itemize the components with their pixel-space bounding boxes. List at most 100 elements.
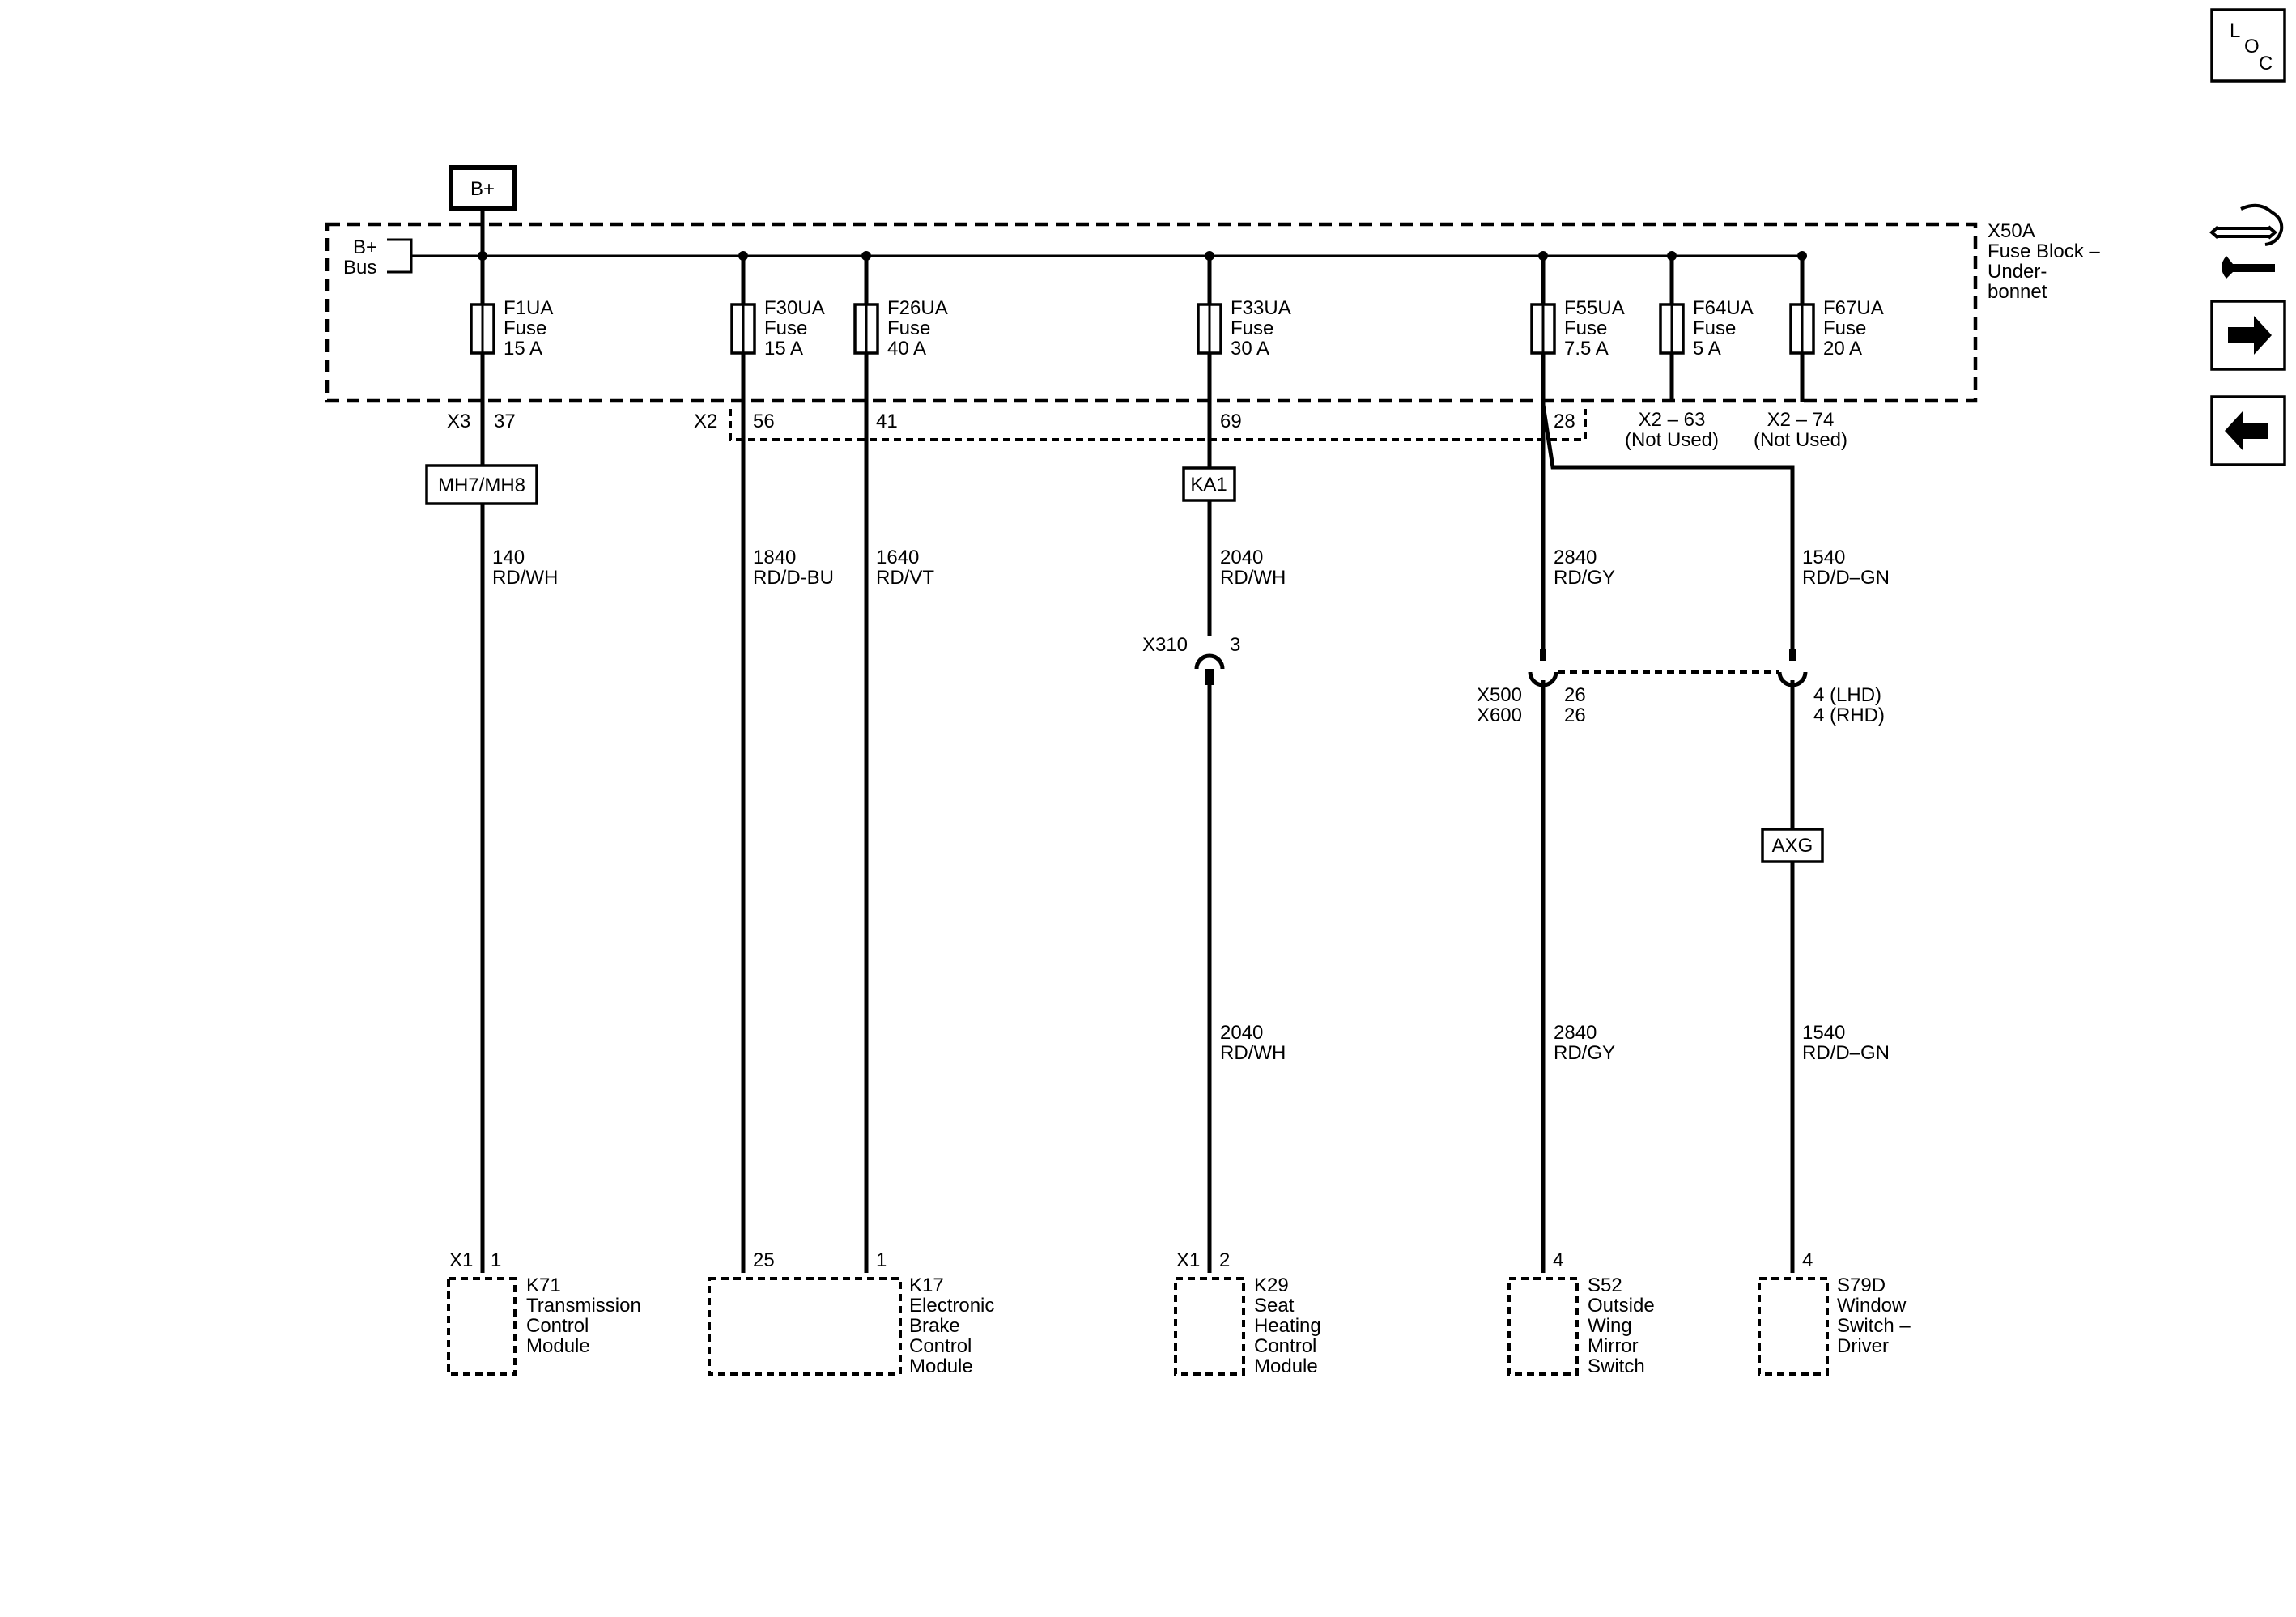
k71-line-3: Control bbox=[526, 1315, 589, 1337]
k71-pin: 1 bbox=[491, 1249, 501, 1271]
fuse-type: Fuse bbox=[504, 317, 546, 339]
wire-1640-circuit: 1640 bbox=[876, 547, 919, 568]
s79d-line-3: Switch – bbox=[1837, 1315, 1911, 1337]
x2-63-label: X2 – 63 bbox=[1639, 409, 1706, 431]
fuse-block-title-4: bonnet bbox=[1988, 281, 2047, 303]
bus-bar: B+ Bus bbox=[343, 236, 1802, 279]
fuse-block-title-2: Fuse Block – bbox=[1988, 240, 2100, 262]
wire-1540-upper bbox=[1541, 404, 1795, 657]
fuse-rating: 7.5 A bbox=[1564, 338, 1609, 360]
wire-labels: 140 RD/WH 1840 RD/D-BU 1640 RD/VT 2040 R… bbox=[492, 547, 1890, 1064]
component-k29: X1 2 K29 Seat Heating Control Module bbox=[1174, 1249, 1321, 1377]
inline-connector-x500-x600: X500 X600 26 26 4 (LHD) 4 (RHD) bbox=[1477, 649, 1885, 726]
option-ka1-label: KA1 bbox=[1190, 474, 1227, 496]
arrow-left-icon[interactable] bbox=[2210, 395, 2286, 466]
k29-line-4: Control bbox=[1254, 1335, 1316, 1357]
wire-2040-color-upper: RD/WH bbox=[1220, 567, 1286, 589]
component-s79d: 4 S79D Window Switch – Driver bbox=[1758, 1249, 1911, 1376]
x2-63-not-used: (Not Used) bbox=[1625, 429, 1719, 451]
x2-label: X2 bbox=[694, 411, 717, 432]
fuse-rating: 30 A bbox=[1231, 338, 1269, 360]
s52-line-4: Mirror bbox=[1588, 1335, 1639, 1357]
connector-wrench-icon[interactable] bbox=[2209, 203, 2284, 279]
bus-label-2: Bus bbox=[343, 257, 376, 279]
fuse-block-title-1: X50A bbox=[1988, 220, 2035, 242]
arrow-right-glyph bbox=[2228, 316, 2272, 355]
k29-pin: 2 bbox=[1219, 1249, 1230, 1271]
loc-button-frame[interactable] bbox=[2210, 8, 2286, 83]
k29-line-3: Heating bbox=[1254, 1315, 1321, 1337]
component-s52: 4 S52 Outside Wing Mirror Switch bbox=[1507, 1249, 1655, 1377]
k17-line-5: Module bbox=[909, 1355, 973, 1377]
fuse-rating: 5 A bbox=[1693, 338, 1721, 360]
x2-pin-41: 41 bbox=[876, 411, 898, 432]
x500-pin-left-tip bbox=[1540, 649, 1546, 661]
x500-female-symbol bbox=[1528, 671, 1558, 687]
x2-74-not-used: (Not Used) bbox=[1754, 429, 1847, 451]
k17-line-1: K17 bbox=[909, 1274, 944, 1296]
fuse-block: X50A Fuse Block – Under- bonnet bbox=[325, 220, 2100, 403]
wire-1540-circuit-upper: 1540 bbox=[1802, 547, 1845, 568]
option-box-axg bbox=[1761, 828, 1824, 863]
block-pin-labels: X3 37 X2 56 41 69 28 X2 – 63 (Not Used) … bbox=[447, 409, 1847, 451]
arrow-right-icon[interactable] bbox=[2210, 300, 2286, 371]
lhd-pin: 4 (LHD) bbox=[1813, 684, 1881, 706]
fuse-name: F33UA bbox=[1231, 297, 1291, 319]
k17-pin-1: 1 bbox=[876, 1249, 887, 1271]
component-k71: X1 1 K71 Transmission Control Module bbox=[447, 1249, 641, 1376]
bus-label-1: B+ bbox=[353, 236, 377, 258]
fuse-rating: 15 A bbox=[504, 338, 542, 360]
x310-female-symbol bbox=[1194, 653, 1225, 670]
k71-line-2: Transmission bbox=[526, 1295, 641, 1317]
k71-conn: X1 bbox=[449, 1249, 473, 1271]
wire-1640-color: RD/VT bbox=[876, 567, 934, 589]
s52-pin: 4 bbox=[1553, 1249, 1563, 1271]
fuse-type: Fuse bbox=[764, 317, 807, 339]
fuse-name: F26UA bbox=[887, 297, 948, 319]
x310-label: X310 bbox=[1142, 634, 1188, 656]
loc-button[interactable]: L O C bbox=[2210, 8, 2286, 83]
component-k17: 25 1 K17 Electronic Brake Control Module bbox=[708, 1249, 994, 1377]
x3-pin-37: 37 bbox=[494, 411, 516, 432]
s52-line-5: Switch bbox=[1588, 1355, 1645, 1377]
loc-letter-o: O bbox=[2244, 36, 2260, 57]
option-box-mh bbox=[425, 464, 538, 505]
x2-connector-outline bbox=[729, 409, 1587, 441]
x500-pin-right-tip bbox=[1789, 649, 1796, 661]
fuse-name: F64UA bbox=[1693, 297, 1754, 319]
wire-2840-circuit-lower: 2840 bbox=[1554, 1022, 1597, 1044]
fuse-block-title-3: Under- bbox=[1988, 261, 2047, 283]
s52-outline bbox=[1507, 1277, 1579, 1376]
k29-line-1: K29 bbox=[1254, 1274, 1289, 1296]
x2-pin-56: 56 bbox=[753, 411, 775, 432]
s79d-line-4: Driver bbox=[1837, 1335, 1889, 1357]
s79d-outline bbox=[1758, 1277, 1829, 1376]
fuse-type: Fuse bbox=[1231, 317, 1273, 339]
k71-line-4: Module bbox=[526, 1335, 590, 1357]
x2-pin-69: 69 bbox=[1220, 411, 1242, 432]
x600-pin: 26 bbox=[1564, 704, 1586, 726]
wire-140-color: RD/WH bbox=[492, 567, 558, 589]
fuse-type: Fuse bbox=[887, 317, 930, 339]
option-box-ka1 bbox=[1182, 466, 1236, 502]
x310-male-symbol bbox=[1205, 669, 1214, 685]
fuse-rating: 40 A bbox=[887, 338, 926, 360]
wires-group bbox=[480, 356, 1805, 1273]
fuse-rating: 20 A bbox=[1823, 338, 1862, 360]
k71-line-1: K71 bbox=[526, 1274, 561, 1296]
arrow-left-glyph bbox=[2225, 411, 2268, 450]
option-axg-label: AXG bbox=[1772, 835, 1813, 857]
wire-2840-circuit-upper: 2840 bbox=[1554, 547, 1597, 568]
x310-pin: 3 bbox=[1230, 634, 1240, 656]
k29-outline bbox=[1174, 1277, 1245, 1376]
x500-pin: 26 bbox=[1564, 684, 1586, 706]
x600-female-symbol bbox=[1777, 671, 1808, 687]
fuse-name: F55UA bbox=[1564, 297, 1625, 319]
wire-1540-color-lower: RD/D–GN bbox=[1802, 1042, 1890, 1064]
